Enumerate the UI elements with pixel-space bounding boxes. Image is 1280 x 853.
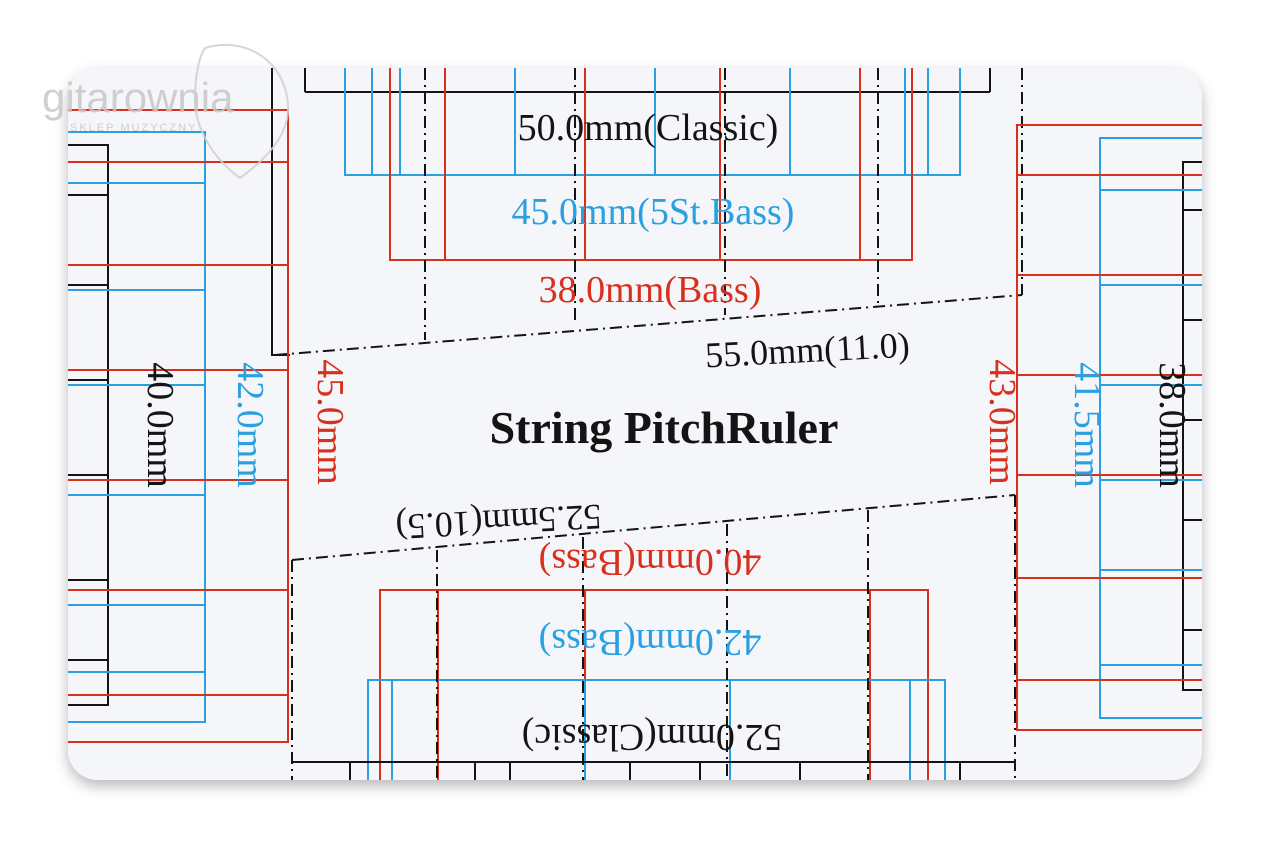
top-classic-label: 50.0mm(Classic) (518, 107, 779, 149)
top-5st-bass-label: 45.0mm(5St.Bass) (512, 191, 795, 233)
right-blue-label: 41.5mm (1066, 362, 1108, 488)
card-title: String PitchRuler (490, 402, 839, 453)
top-bass-label: 38.0mm(Bass) (539, 269, 762, 311)
left-gauge (68, 109, 289, 743)
right-black-label: 38.0mm (1151, 362, 1193, 488)
watermark-brand: gitarownia (42, 74, 234, 121)
watermark-tagline: SKLEP MUZYCZNY (70, 122, 197, 134)
top-gauge (271, 68, 1023, 356)
left-blue-label: 42.0mm (229, 362, 271, 488)
ruler-card (68, 68, 1202, 780)
bottom-bass-label: 40.0mm(Bass) (539, 541, 762, 583)
left-red-label: 45.0mm (309, 359, 351, 485)
bottom-bass-alt-label: 42.0mm(Bass) (539, 621, 762, 663)
guitar-pick-icon (193, 43, 290, 180)
watermark-logo: gitarownia SKLEP MUZYCZNY (42, 43, 290, 180)
bottom-gauge (291, 494, 1016, 780)
right-gauge (1014, 124, 1202, 742)
right-red-label: 43.0mm (981, 359, 1023, 485)
left-black-label: 40.0mm (139, 362, 181, 488)
bottom-classic-label: 52.0mm(Classic) (522, 716, 783, 758)
